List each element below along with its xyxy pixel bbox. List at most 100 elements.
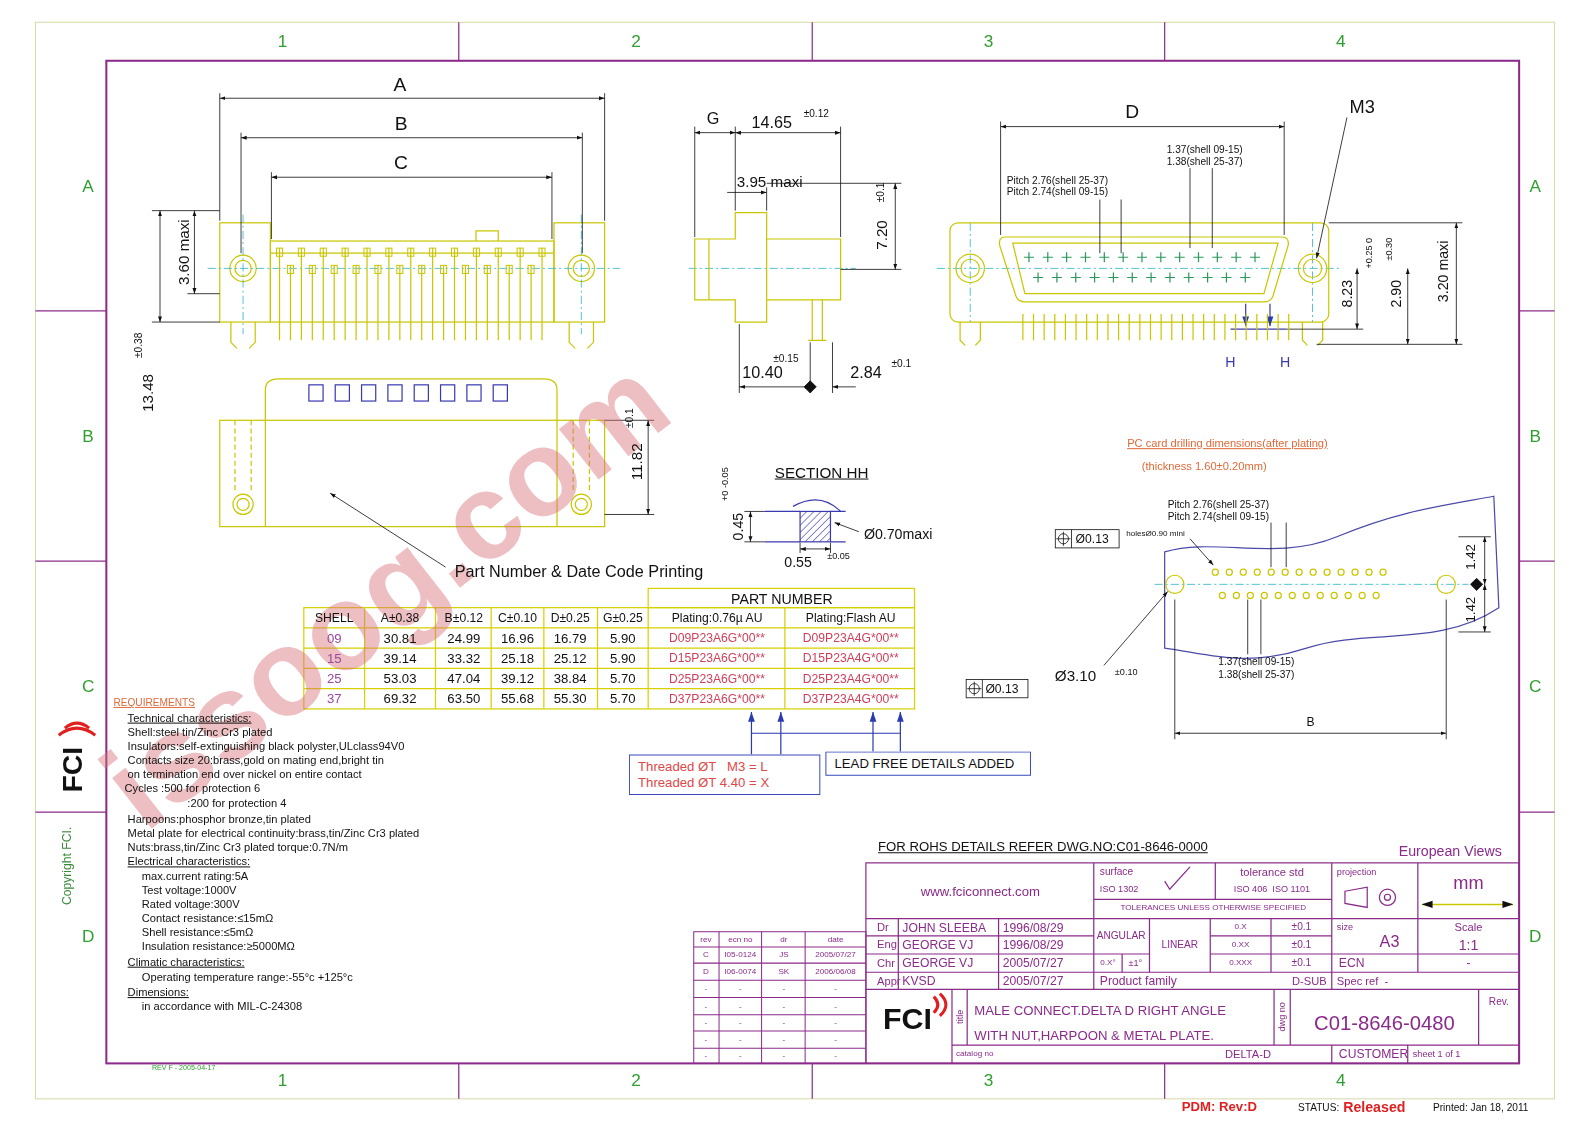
drawing-line bbox=[1214, 314, 1215, 340]
drawing-label: M3 bbox=[1349, 98, 1374, 116]
drawing-line bbox=[208, 268, 620, 269]
drawing-rect bbox=[414, 385, 428, 401]
drawing-rect bbox=[950, 223, 1329, 322]
drawing-line bbox=[1121, 200, 1122, 254]
drawing-label: ISO 1302 bbox=[1100, 885, 1139, 894]
drawing-rect bbox=[430, 248, 436, 256]
drawing-path bbox=[1231, 252, 1241, 262]
drawing-line bbox=[1182, 314, 1183, 340]
drawing-line bbox=[1097, 314, 1098, 340]
drawing-label: title bbox=[956, 1010, 965, 1024]
drawing-circle bbox=[1247, 592, 1253, 598]
drawing-line bbox=[727, 192, 766, 193]
drawing-path bbox=[866, 863, 1519, 990]
drawing-line bbox=[1458, 536, 1490, 537]
drawing-path bbox=[304, 628, 915, 689]
drawing-path bbox=[1127, 272, 1137, 282]
drawing-path bbox=[793, 500, 841, 512]
drawing-line bbox=[1267, 314, 1268, 340]
drawing-label: Ø0.13 bbox=[985, 683, 1018, 695]
drawing-label: 1996/08/29 bbox=[1003, 921, 1064, 933]
drawing-line bbox=[750, 511, 751, 541]
drawing-line bbox=[1022, 314, 1023, 340]
drawing-circle bbox=[1379, 889, 1395, 905]
drawing-label: SK bbox=[778, 968, 789, 976]
drawing-rect bbox=[364, 248, 370, 256]
drawing-label: - bbox=[705, 985, 708, 993]
drawing-line bbox=[1164, 22, 1165, 60]
drawing-path bbox=[999, 237, 1288, 302]
drawing-label: STATUS: bbox=[1298, 1103, 1339, 1113]
drawing-line bbox=[708, 239, 709, 300]
drawing-label: ±0.05 bbox=[827, 551, 850, 560]
drawing-path bbox=[509, 265, 510, 340]
drawing-label: ±0.1 bbox=[1292, 940, 1312, 950]
drawing-path bbox=[765, 511, 800, 541]
drawing-path bbox=[355, 265, 356, 340]
drawing-path bbox=[1052, 272, 1062, 282]
drawing-label: 38.84 bbox=[554, 672, 587, 685]
drawing-line bbox=[841, 269, 902, 270]
drawing-label: 09 bbox=[327, 631, 342, 644]
drawing-label: 2005/07/27 bbox=[1003, 957, 1064, 969]
drawing-label: Spec ref - bbox=[1337, 976, 1388, 987]
drawing-line bbox=[1284, 122, 1285, 235]
drawing-path bbox=[1071, 272, 1081, 282]
drawing-label: D37P23A6G*00** bbox=[669, 693, 765, 705]
drawing-path bbox=[1165, 496, 1499, 658]
drawing-path bbox=[1250, 252, 1260, 262]
drawing-label: 2005/07/27 bbox=[1003, 975, 1064, 987]
drawing-line bbox=[1129, 314, 1130, 340]
drawing-path bbox=[59, 728, 95, 735]
drawing-path bbox=[345, 248, 346, 340]
drawing-line bbox=[551, 172, 552, 239]
drawing-circle bbox=[1380, 569, 1386, 575]
drawing-line bbox=[194, 211, 195, 294]
drawing-label: ±0.12 bbox=[804, 109, 829, 119]
drawing-label: ±0.1 bbox=[625, 408, 635, 428]
pin-group bbox=[280, 248, 543, 340]
drawing-g bbox=[966, 523, 1491, 740]
note-box: LEAD FREE DETAILS ADDED bbox=[825, 751, 1031, 775]
drawing-line bbox=[1256, 314, 1257, 340]
drawing-label: A±0.38 bbox=[381, 612, 419, 624]
drawing-label: Shell:steel tin/Zinc Cr3 plated bbox=[128, 727, 273, 738]
drawing-rect bbox=[353, 265, 359, 273]
drawing-line bbox=[1446, 600, 1447, 740]
drawing-line bbox=[982, 680, 983, 698]
drawing-rect bbox=[493, 385, 507, 401]
drawing-label: Contact resistance:≤15mΩ bbox=[142, 913, 273, 924]
drawing-line bbox=[1189, 168, 1190, 248]
drawing-circle bbox=[1384, 894, 1390, 900]
drawing-circle bbox=[1289, 592, 1295, 598]
drawing-rect bbox=[287, 265, 293, 273]
drawing-circle bbox=[956, 254, 984, 282]
drawing-path bbox=[290, 265, 291, 340]
drawing-path bbox=[1184, 272, 1194, 282]
drawing-label: B bbox=[82, 428, 93, 445]
drawing-circle bbox=[1317, 592, 1323, 598]
drawing-label: European Views bbox=[1399, 844, 1502, 858]
drawing-label: ±0.1 bbox=[1292, 922, 1312, 932]
drawing-label: Electrical characteristics: bbox=[128, 856, 251, 867]
drawing-rect bbox=[408, 248, 414, 256]
drawing-path bbox=[334, 265, 335, 340]
drawing-circle bbox=[1254, 569, 1260, 575]
drawing-path bbox=[952, 989, 1519, 1063]
drawing-label: 69.32 bbox=[384, 692, 417, 705]
drawing-label: surface bbox=[1100, 867, 1133, 877]
drawing-line bbox=[835, 523, 859, 532]
drawing-label: Appr bbox=[877, 975, 901, 986]
note-text: LEAD FREE DETAILS ADDED bbox=[835, 756, 1022, 772]
drawing-line bbox=[1286, 329, 1363, 330]
drawing-label: projection bbox=[1337, 867, 1377, 876]
drawing-label: Climatic characteristics: bbox=[128, 957, 245, 968]
drawing-label: Insulators:self-extinguishing black poly… bbox=[128, 741, 405, 752]
drawing-label: Pitch 2.76(shell 25-37) bbox=[1007, 176, 1108, 186]
drawing-line bbox=[241, 137, 582, 138]
drawing-line bbox=[739, 324, 740, 393]
drawing-label: D±0.25 bbox=[551, 612, 590, 624]
drawing-line bbox=[1288, 314, 1289, 340]
drawing-label: 2 bbox=[631, 33, 641, 50]
drawing-label: - bbox=[834, 1052, 837, 1060]
